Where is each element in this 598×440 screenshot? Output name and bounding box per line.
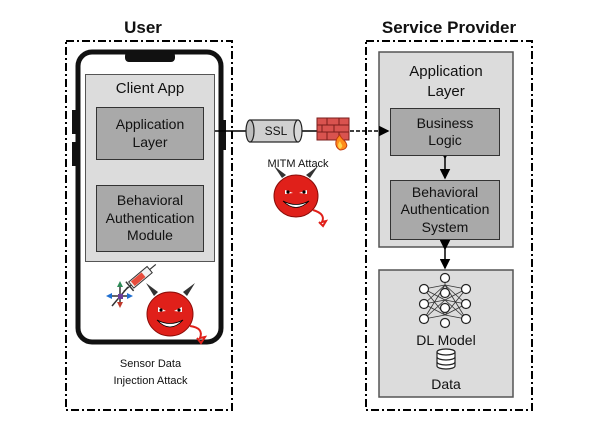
client-behav-line2: Authentication [105,209,195,226]
mitm-devil-icon [273,166,329,228]
provider-behav-system-box: Behavioral Authentication System [390,180,500,240]
mitm-label: MITM Attack [267,158,329,170]
provider-behav-line2: Authentication [400,201,490,218]
business-logic-box: Business Logic [390,108,500,156]
client-behav-line3: Module [127,227,173,244]
dl-model-label: DL Model [416,332,476,348]
ssl-label: SSL [264,124,288,138]
client-app-layer-line1: Application [115,116,185,132]
sensor-attack-line2: Injection Attack [113,374,188,387]
client-behav-module-box: Behavioral Authentication Module [96,185,204,252]
ssl-tunnel [245,119,303,143]
provider-title: Service Provider [381,18,517,37]
provider-app-layer-line2: Layer [427,82,465,100]
data-label: Data [431,376,461,392]
client-app-layer-line2: Layer [132,133,168,150]
phone-button [72,110,76,134]
phone-button-2 [72,142,76,166]
user-title: User [124,18,162,37]
neural-network-icon [418,272,472,329]
client-behav-line1: Behavioral [116,192,184,209]
client-app-title: Client App [115,80,185,97]
sensor-syringe-icon [106,263,157,308]
sensor-devil-icon [146,283,208,345]
client-app-layer-box: Application Layer [96,107,204,160]
phone-button-3 [222,120,226,150]
sensor-attack-label: Sensor Data Injection Attack [78,356,223,389]
provider-behav-line1: Behavioral [411,183,479,200]
phone-notch [125,52,175,62]
provider-behav-line3: System [421,218,469,235]
user-frame [65,40,233,411]
provider-frame [365,40,533,411]
database-icon [436,348,456,370]
business-logic-line2: Logic [428,132,462,148]
business-logic-line1: Business [416,114,474,131]
provider-app-layer-title: Application Layer [379,62,513,101]
sensor-attack-line1: Sensor Data [119,358,182,370]
firewall-icon [316,117,350,151]
provider-app-layer-line1: Application [409,63,483,80]
